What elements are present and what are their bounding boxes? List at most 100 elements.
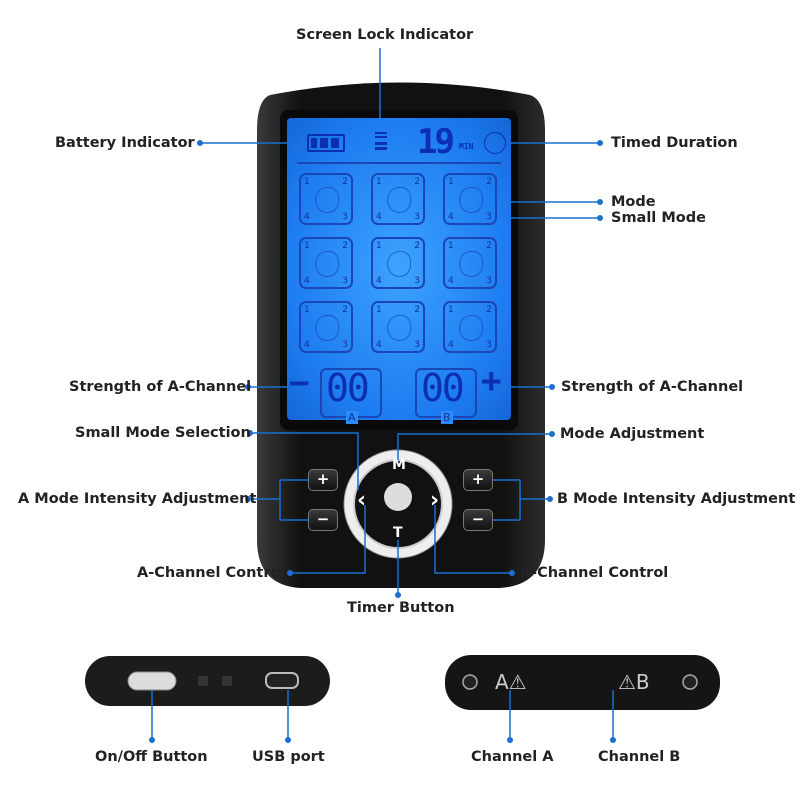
- tile-corner-number: 1: [376, 305, 382, 315]
- mode-tile: 1 2 3 4: [299, 173, 353, 225]
- label-timed-duration: Timed Duration: [611, 135, 738, 151]
- massage-mode-icon: [459, 315, 483, 341]
- port-a-jack: [462, 674, 478, 690]
- tile-corner-number: 2: [486, 177, 492, 187]
- center-button: [384, 483, 412, 511]
- a-channel-button[interactable]: ‹: [357, 488, 367, 513]
- b-strength-value: 00: [421, 366, 465, 410]
- a-channel-label: A: [346, 411, 358, 424]
- tile-corner-number: 1: [448, 177, 454, 187]
- lock-icon: [375, 132, 387, 150]
- label-a-mode-intensity: A Mode Intensity Adjustment: [18, 491, 257, 507]
- a-intensity-minus-button[interactable]: −: [308, 509, 338, 531]
- massage-mode-icon: [315, 251, 339, 277]
- timer-unit: MIN: [459, 142, 474, 151]
- tile-corner-number: 2: [342, 241, 348, 251]
- tile-corner-number: 4: [448, 340, 454, 350]
- b-intensity-plus-button[interactable]: +: [463, 469, 493, 491]
- tile-corner-number: 4: [376, 276, 382, 286]
- tile-corner-number: 4: [304, 340, 310, 350]
- tile-corner-number: 2: [414, 241, 420, 251]
- tile-corner-number: 3: [414, 212, 420, 222]
- mode-tile: 1 2 3 4: [371, 237, 425, 289]
- tile-corner-number: 3: [414, 340, 420, 350]
- a-minus-indicator: −: [289, 363, 310, 403]
- mode-button[interactable]: M: [392, 457, 406, 473]
- b-intensity-minus-button[interactable]: −: [463, 509, 493, 531]
- tile-corner-number: 3: [414, 276, 420, 286]
- label-mode: Mode: [611, 194, 656, 210]
- tile-corner-number: 3: [486, 276, 492, 286]
- massage-mode-icon: [315, 187, 339, 213]
- massage-mode-icon: [459, 187, 483, 213]
- tile-corner-number: 3: [342, 212, 348, 222]
- port-b-jack: [682, 674, 698, 690]
- device-top-side: [445, 655, 720, 710]
- tile-corner-number: 2: [414, 305, 420, 315]
- on-off-switch: [127, 671, 177, 691]
- mode-tile: 1 2 3 4: [443, 237, 497, 289]
- tile-corner-number: 4: [376, 212, 382, 222]
- label-channel-a: Channel A: [471, 749, 554, 765]
- port-b-label: ⚠B: [618, 670, 650, 694]
- mode-tile: 1 2 3 4: [371, 301, 425, 353]
- massage-mode-icon: [315, 315, 339, 341]
- tile-corner-number: 2: [342, 305, 348, 315]
- label-strength-a-right: Strength of A-Channel: [561, 379, 744, 395]
- leader-lines: [151, 48, 614, 740]
- tile-corner-number: 4: [448, 276, 454, 286]
- mode-tile: 1 2 3 4: [299, 301, 353, 353]
- tile-corner-number: 2: [486, 305, 492, 315]
- timer-value: 19: [417, 122, 455, 162]
- label-screen-lock: Screen Lock Indicator: [296, 27, 474, 43]
- timer-button[interactable]: T: [393, 525, 403, 541]
- label-usb: USB port: [252, 749, 325, 765]
- tile-corner-number: 1: [304, 177, 310, 187]
- label-a-channel-control: A-Channel Control: [137, 565, 286, 581]
- tile-corner-number: 1: [448, 241, 454, 251]
- mode-tile: 1 2 3 4: [371, 173, 425, 225]
- label-on-off: On/Off Button: [95, 749, 208, 765]
- b-plus-indicator: +: [481, 361, 502, 401]
- label-b-mode-intensity: B Mode Intensity Adjustment: [557, 491, 796, 507]
- massage-mode-icon: [387, 187, 411, 213]
- tile-corner-number: 1: [304, 305, 310, 315]
- tile-corner-number: 4: [304, 276, 310, 286]
- mode-tile: 1 2 3 4: [299, 237, 353, 289]
- battery-icon: [307, 134, 345, 152]
- tile-corner-number: 3: [342, 276, 348, 286]
- a-intensity-plus-button[interactable]: +: [308, 469, 338, 491]
- tile-corner-number: 4: [448, 212, 454, 222]
- tile-corner-number: 2: [414, 177, 420, 187]
- label-small-mode-selection: Small Mode Selection: [75, 425, 251, 441]
- mode-tile: 1 2 3 4: [443, 173, 497, 225]
- label-b-channel-control: B-Channel Control: [520, 565, 669, 581]
- label-mode-adjustment: Mode Adjustment: [560, 426, 705, 442]
- b-channel-button[interactable]: ›: [430, 488, 440, 513]
- tile-corner-number: 3: [486, 340, 492, 350]
- tile-corner-number: 2: [486, 241, 492, 251]
- label-timer-button: Timer Button: [347, 600, 455, 616]
- port-a-label: A⚠: [495, 670, 527, 694]
- tile-corner-number: 4: [304, 212, 310, 222]
- label-small-mode: Small Mode: [611, 210, 706, 226]
- tile-corner-number: 1: [304, 241, 310, 251]
- label-battery: Battery Indicator: [55, 135, 195, 151]
- usb-port: [265, 672, 299, 689]
- tile-corner-number: 3: [342, 340, 348, 350]
- b-channel-label: B: [441, 411, 453, 424]
- tile-corner-number: 4: [376, 340, 382, 350]
- tile-corner-number: 2: [342, 177, 348, 187]
- tile-corner-number: 1: [376, 241, 382, 251]
- tile-corner-number: 3: [486, 212, 492, 222]
- label-channel-b: Channel B: [598, 749, 681, 765]
- massage-mode-icon: [387, 251, 411, 277]
- tile-corner-number: 1: [376, 177, 382, 187]
- clock-icon: [484, 132, 506, 154]
- massage-mode-icon: [459, 251, 483, 277]
- massage-mode-icon: [387, 315, 411, 341]
